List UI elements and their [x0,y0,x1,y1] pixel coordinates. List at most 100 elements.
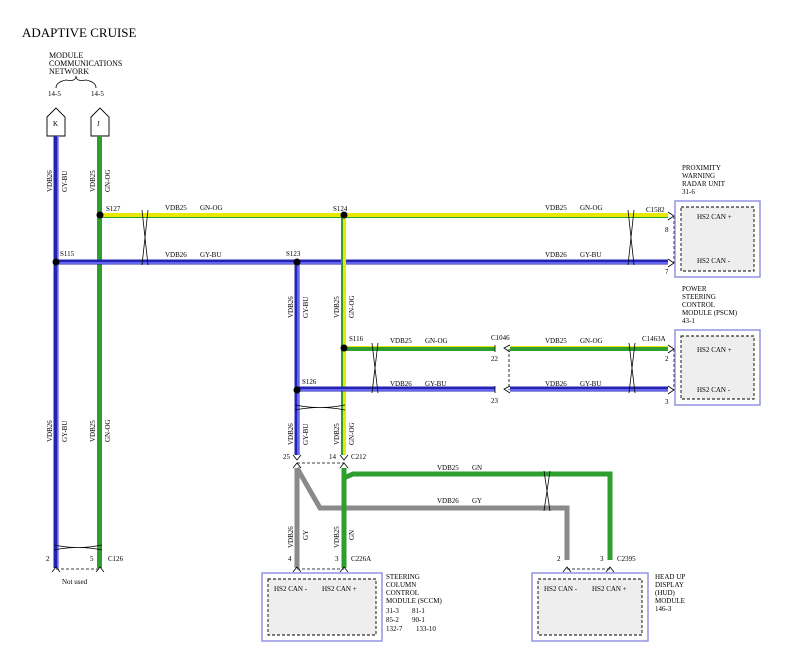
prox-title-4: 31-6 [682,188,695,196]
pin-2-hud: 2 [557,555,561,563]
label-gnog-left-top: GN-OG [104,169,112,192]
pin-14: 14 [329,453,337,461]
sccm-ref-3a: 132-7 [386,625,403,633]
label-vdb25-hud: VDB25 [437,464,459,472]
label-vdb25-prox: VDB25 [545,204,567,212]
sccm-title-2: COLUMN [386,581,416,589]
label-vdb26-mid-bot: VDB26 [287,423,295,445]
connector-c1046: C1046 [491,334,510,342]
prox-can-hi: HS2 CAN + [697,213,732,221]
network-ref-j: 14-5 [91,90,104,98]
pin-22: 22 [491,355,499,363]
label-vdb25-mid-bot: VDB25 [333,423,341,445]
splice-s127-dot [96,211,104,219]
prox-title-1: PROXIMITY [682,164,721,172]
c126-arrows [51,566,105,573]
network-pin-k-label: K [53,120,58,128]
c1463a-pin2-arrow [667,344,675,354]
c1046-pin22 [494,344,511,353]
network-pin-j [90,107,110,137]
label-gn-hud: GN [472,464,482,472]
label-vdb25-left-top: VDB25 [89,170,97,192]
module-sccm-inner [267,578,377,636]
label-gnog-mid-bot: GN-OG [348,422,356,445]
not-used-label: Not used [62,578,88,586]
wire-left-gnog [97,136,102,568]
hud-title-3: (HUD) [655,589,675,597]
label-vdb26-sccm: VDB26 [287,526,295,548]
c1046-pin23 [494,385,511,394]
label-vdb26-pscm: VDB26 [545,380,567,388]
label-vdb26-prox: VDB26 [545,251,567,259]
twist-pscm [628,342,636,394]
pin-2-c126: 2 [46,555,50,563]
hud-can-hi: HS2 CAN + [592,585,627,593]
network-pin-j-label: J [97,120,100,128]
twist-c212 [294,404,346,411]
page-title: ADAPTIVE CRUISE [22,25,137,40]
connector-c2395: C2395 [617,555,636,563]
pin-5-c126: 5 [90,555,94,563]
sccm-ref-2a: 85-2 [386,616,399,624]
splice-s115-dot [52,258,60,266]
network-label-2: COMMUNICATIONS [49,59,122,68]
module-hud-inner [537,578,643,636]
network-label-1: MODULE [49,51,83,60]
prox-title-3: RADAR UNIT [682,180,726,188]
twist-prox [627,209,635,266]
label-gnog-pscm: GN-OG [580,337,603,345]
splice-s123-dot [293,258,301,266]
sccm-can-lo: HS2 CAN - [274,585,308,593]
connector-c1463a: C1463A [642,335,666,343]
sccm-ref-1a: 31-3 [386,607,399,615]
pscm-title-2: STEERING [682,293,716,301]
label-vdb25-pscm: VDB25 [545,337,567,345]
splice-s124-dot [340,211,348,219]
wire-top-gnog [100,213,668,218]
sccm-can-hi: HS2 CAN + [322,585,357,593]
c1463a-pin3-arrow [667,385,675,395]
label-vdb26-hud: VDB26 [437,497,459,505]
sccm-title-1: STEERING [386,573,420,581]
label-gnog-top: GN-OG [200,204,223,212]
label-gnog-s116: GN-OG [425,337,448,345]
c226a-arrows [292,566,349,573]
label-gnog-left-bot: GN-OG [104,419,112,442]
sccm-ref-2b: 90-1 [412,616,425,624]
network-label-3: NETWORK [49,67,89,76]
hud-title-1: HEAD UP [655,573,685,581]
label-gy-sccm: GY [302,530,310,540]
label-vdb26-left-bot: VDB26 [46,420,54,442]
hud-title-5: 146-3 [655,605,672,613]
splice-s115: S115 [60,250,75,258]
wire-s116-gnog [343,346,495,351]
twist-c126 [53,544,103,551]
pin-23: 23 [491,397,499,405]
splice-s123: S123 [286,250,301,258]
pin-8: 8 [665,226,669,234]
sccm-ref-3b: 133-10 [416,625,436,633]
prox-can-lo: HS2 CAN - [697,257,731,265]
splice-s116: S116 [349,335,364,343]
label-gn-sccm: GN [348,530,356,540]
connector-c126: C126 [108,555,124,563]
splice-s126: S126 [302,378,317,386]
network-pin-k [46,107,66,137]
label-gybu-s126: GY-BU [425,380,446,388]
splice-s127: S127 [106,205,121,213]
c1582-pin8-arrow [667,211,675,221]
twist-top [141,209,149,266]
hud-title-4: MODULE [655,597,685,605]
splice-s126-dot [293,386,301,394]
label-vdb25-s116: VDB25 [390,337,412,345]
wire-pscm-gnog [510,346,668,351]
label-vdb25-mid-top: VDB25 [333,296,341,318]
pscm-title-4: MODULE (PSCM) [682,309,738,317]
pscm-title-5: 43-1 [682,317,695,325]
label-gybu-mid-top: GY-BU [302,297,310,318]
label-vdb25-left-bot: VDB25 [89,420,97,442]
splice-s116-dot [340,344,348,352]
connector-c1582: C1582 [646,206,665,214]
wire-hud-gy [294,466,570,560]
pscm-title-1: POWER [682,285,707,293]
